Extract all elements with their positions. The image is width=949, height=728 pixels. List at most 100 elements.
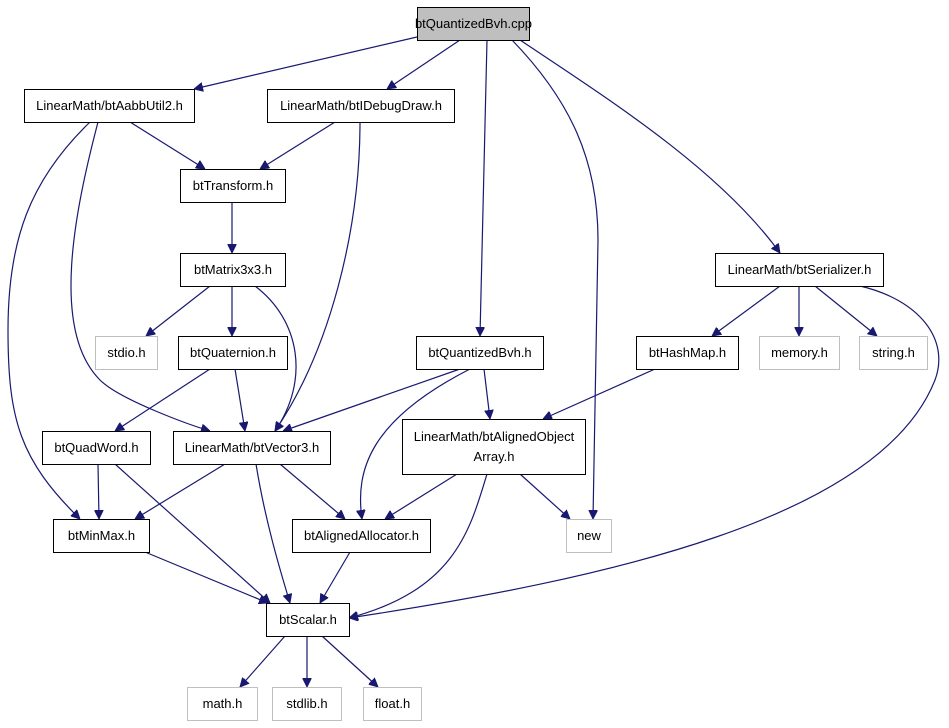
node-string-box[interactable] bbox=[859, 336, 928, 370]
edge-alignedobj-to-new bbox=[519, 473, 570, 519]
node-serializer[interactable]: LinearMath/btSerializer.h bbox=[715, 253, 884, 287]
edge-root-to-idebugdraw bbox=[387, 39, 461, 89]
node-quaternion[interactable]: btQuaternion.h bbox=[178, 336, 288, 370]
edge-serializer-to-hashmap bbox=[712, 285, 781, 336]
node-matrix3x3-label: btMatrix3x3.h bbox=[194, 262, 272, 277]
node-minmax-box[interactable] bbox=[53, 519, 150, 553]
node-serializer-label: LinearMath/btSerializer.h bbox=[728, 262, 872, 277]
edge-idebugdraw-to-transform bbox=[260, 121, 336, 169]
node-transform[interactable]: btTransform.h bbox=[180, 169, 286, 203]
node-qbvh[interactable]: btQuantizedBvh.h bbox=[416, 336, 544, 370]
node-string[interactable]: string.h bbox=[859, 336, 928, 370]
node-serializer-box[interactable] bbox=[715, 253, 884, 287]
node-hashmap[interactable]: btHashMap.h bbox=[636, 336, 739, 370]
edge-quadword-to-minmax bbox=[98, 463, 99, 519]
edge-vector3-to-minmax bbox=[135, 463, 226, 519]
edge-root-to-aabbutil2 bbox=[194, 36, 418, 89]
node-transform-box[interactable] bbox=[180, 169, 286, 203]
node-idebugdraw-box[interactable] bbox=[267, 89, 455, 123]
node-math-box[interactable] bbox=[187, 687, 258, 721]
edge-scalar-to-math bbox=[240, 635, 286, 687]
edge-root-to-qbvh bbox=[480, 39, 488, 336]
node-aabbutil2-label: LinearMath/btAabbUtil2.h bbox=[36, 98, 183, 113]
node-scalar-box[interactable] bbox=[266, 603, 350, 637]
edge-root-to-serializer bbox=[519, 39, 780, 253]
node-vector3[interactable]: LinearMath/btVector3.h bbox=[173, 431, 331, 465]
edge-quaternion-to-quadword bbox=[115, 368, 211, 431]
edge-qbvh-to-alignedalloc bbox=[361, 368, 471, 519]
node-stdlib-label: stdlib.h bbox=[286, 696, 327, 711]
edge-alignedobj-to-alignedalloc bbox=[385, 473, 458, 519]
node-math[interactable]: math.h bbox=[187, 687, 258, 721]
node-memory[interactable]: memory.h bbox=[759, 336, 840, 370]
node-root-box[interactable] bbox=[417, 7, 530, 41]
edge-aabbutil2-to-minmax bbox=[7, 121, 91, 519]
node-quaternion-box[interactable] bbox=[178, 336, 288, 370]
node-matrix3x3-box[interactable] bbox=[180, 253, 286, 287]
edge-idebugdraw-to-vector3 bbox=[275, 121, 361, 431]
nodes-layer: btQuantizedBvh.cppLinearMath/btAabbUtil2… bbox=[24, 7, 928, 721]
node-alignedalloc[interactable]: btAlignedAllocator.h bbox=[292, 519, 431, 553]
node-quadword-label: btQuadWord.h bbox=[54, 440, 138, 455]
node-aabbutil2-box[interactable] bbox=[24, 89, 195, 123]
node-math-label: math.h bbox=[203, 696, 243, 711]
node-stdlib[interactable]: stdlib.h bbox=[272, 687, 342, 721]
node-alignedobj-label-1: LinearMath/btAlignedObject bbox=[414, 429, 575, 444]
node-new[interactable]: new bbox=[566, 519, 612, 553]
node-alignedalloc-box[interactable] bbox=[292, 519, 431, 553]
edge-alignedalloc-to-scalar bbox=[319, 551, 351, 603]
node-minmax[interactable]: btMinMax.h bbox=[53, 519, 150, 553]
edge-matrix3x3-to-vector3 bbox=[254, 285, 297, 431]
node-float-box[interactable] bbox=[363, 687, 422, 721]
node-qbvh-box[interactable] bbox=[416, 336, 544, 370]
node-stdio-label: stdio.h bbox=[107, 345, 145, 360]
edges-layer bbox=[7, 36, 940, 687]
node-stdlib-box[interactable] bbox=[272, 687, 342, 721]
node-new-label: new bbox=[577, 528, 601, 543]
node-float[interactable]: float.h bbox=[363, 687, 422, 721]
edge-qbvh-to-alignedobj bbox=[483, 368, 490, 419]
edge-alignedobj-to-scalar bbox=[349, 473, 488, 618]
node-scalar[interactable]: btScalar.h bbox=[266, 603, 350, 637]
node-stdio[interactable]: stdio.h bbox=[95, 336, 158, 370]
edge-matrix3x3-to-stdio bbox=[146, 285, 211, 336]
node-alignedobj-label-2: Array.h bbox=[474, 449, 515, 464]
node-quadword[interactable]: btQuadWord.h bbox=[42, 431, 151, 465]
node-float-label: float.h bbox=[375, 696, 410, 711]
node-stdio-box[interactable] bbox=[95, 336, 158, 370]
edge-quadword-to-scalar bbox=[114, 463, 270, 603]
edge-vector3-to-alignedalloc bbox=[279, 463, 345, 519]
node-root[interactable]: btQuantizedBvh.cpp bbox=[415, 7, 532, 41]
node-new-box[interactable] bbox=[566, 519, 612, 553]
edge-minmax-to-scalar bbox=[144, 551, 268, 603]
node-qbvh-label: btQuantizedBvh.h bbox=[428, 345, 531, 360]
edge-qbvh-to-vector3 bbox=[283, 368, 461, 431]
node-scalar-label: btScalar.h bbox=[279, 612, 337, 627]
node-matrix3x3[interactable]: btMatrix3x3.h bbox=[180, 253, 286, 287]
node-transform-label: btTransform.h bbox=[193, 178, 273, 193]
node-hashmap-box[interactable] bbox=[636, 336, 739, 370]
node-memory-box[interactable] bbox=[759, 336, 840, 370]
node-root-label: btQuantizedBvh.cpp bbox=[415, 16, 532, 31]
edge-hashmap-to-alignedobj bbox=[543, 368, 656, 419]
edge-aabbutil2-to-transform bbox=[129, 121, 205, 169]
edge-quaternion-to-vector3 bbox=[234, 368, 245, 431]
node-memory-label: memory.h bbox=[771, 345, 828, 360]
edge-vector3-to-scalar bbox=[255, 463, 290, 603]
node-vector3-box[interactable] bbox=[173, 431, 331, 465]
edge-serializer-to-string bbox=[814, 285, 877, 336]
node-idebugdraw[interactable]: LinearMath/btIDebugDraw.h bbox=[267, 89, 455, 123]
node-aabbutil2[interactable]: LinearMath/btAabbUtil2.h bbox=[24, 89, 195, 123]
edge-serializer-to-scalar bbox=[349, 285, 940, 618]
node-quadword-box[interactable] bbox=[42, 431, 151, 465]
edge-root-to-new bbox=[511, 39, 599, 519]
node-idebugdraw-label: LinearMath/btIDebugDraw.h bbox=[280, 98, 442, 113]
node-vector3-label: LinearMath/btVector3.h bbox=[185, 440, 319, 455]
edge-aabbutil2-to-vector3 bbox=[70, 121, 210, 431]
edge-scalar-to-float bbox=[321, 635, 378, 687]
node-string-label: string.h bbox=[872, 345, 915, 360]
node-alignedalloc-label: btAlignedAllocator.h bbox=[304, 528, 419, 543]
node-alignedobj-box[interactable] bbox=[402, 419, 586, 475]
